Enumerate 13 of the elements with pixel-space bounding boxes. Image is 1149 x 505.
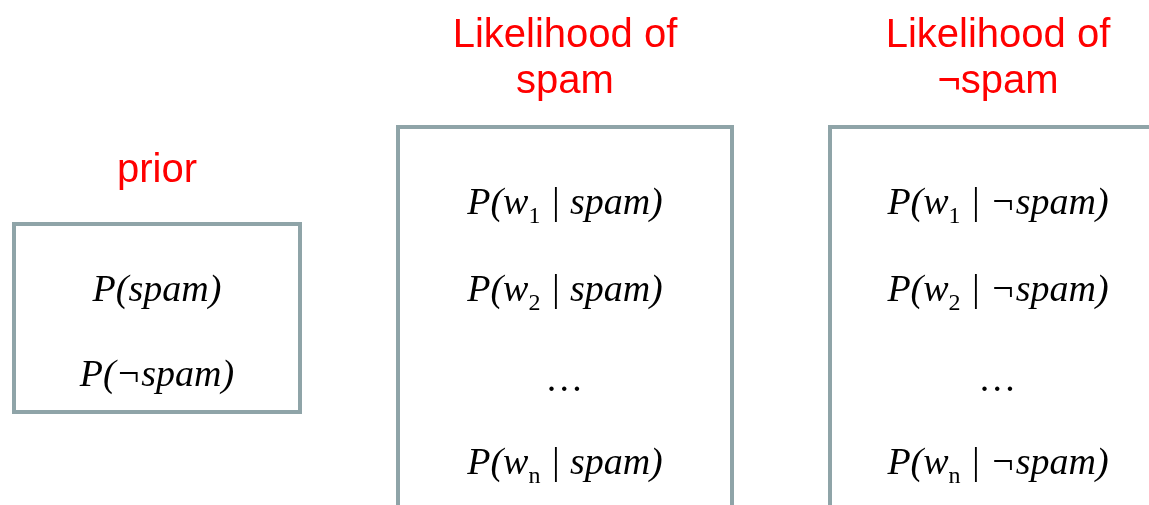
box-heading: Likelihood of spam [451,10,679,102]
box-heading: Likelihood of ¬spam [884,10,1112,102]
probability-expression: P(w$_{2}$ | spam) [467,266,663,317]
box-heading: prior [116,145,198,191]
probability-expression: P(w$_{1}$ | spam) [467,179,663,230]
probability-expression: P(w$_{n}$ | spam) [467,439,663,490]
probability-expression: P(¬spam) [79,351,235,395]
probability-expression: P(w$_{1}$ | ¬spam) [887,179,1109,230]
probability-expression: P(w$_{n}$ | ¬spam) [887,439,1109,490]
probability-expression: P(w$_{2}$ | ¬spam) [887,266,1109,317]
probability-expression: P(spam) [92,266,222,310]
probability-expression: … [548,356,582,400]
probability-expression: … [981,356,1015,400]
